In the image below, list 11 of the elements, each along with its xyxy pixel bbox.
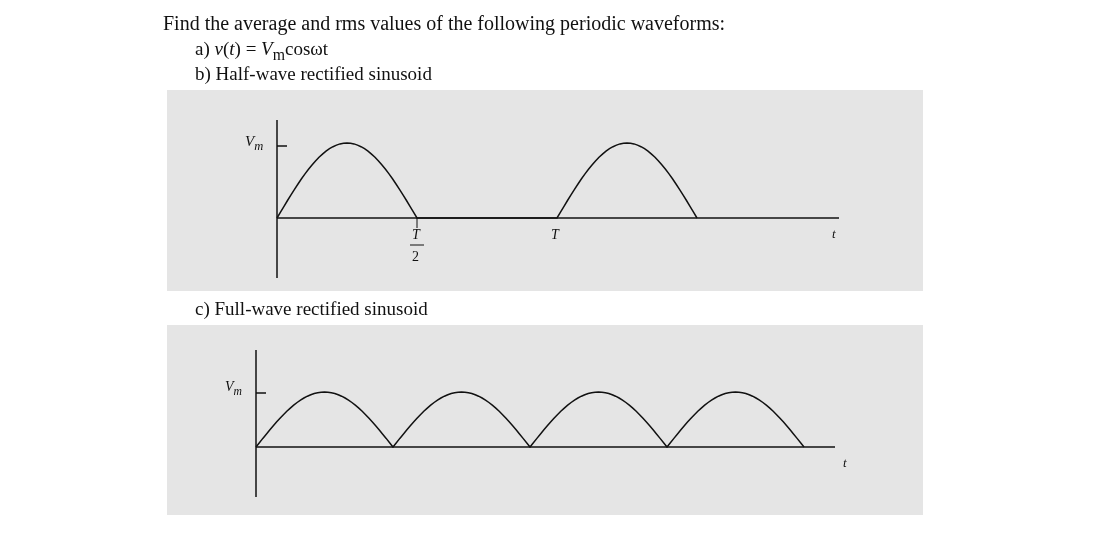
axis-label: T: [412, 228, 420, 242]
axis-label: 2: [412, 250, 419, 264]
axis-label: V$_{m}$: [225, 380, 242, 398]
axis-label: T: [551, 228, 559, 242]
question-item: b) Half-wave rectified sinusoid: [195, 63, 432, 85]
question-text: Find the average and rms values of the following periodic waveforms:: [163, 12, 726, 35]
axis-label: V$_{m}$: [245, 134, 264, 153]
axis-label: t: [832, 227, 836, 240]
question-item: a) v(t) = V$_{m}$cosωt: [195, 38, 329, 64]
axis-label: t: [843, 456, 847, 469]
question-item: c) Full-wave rectified sinusoid: [195, 298, 428, 320]
